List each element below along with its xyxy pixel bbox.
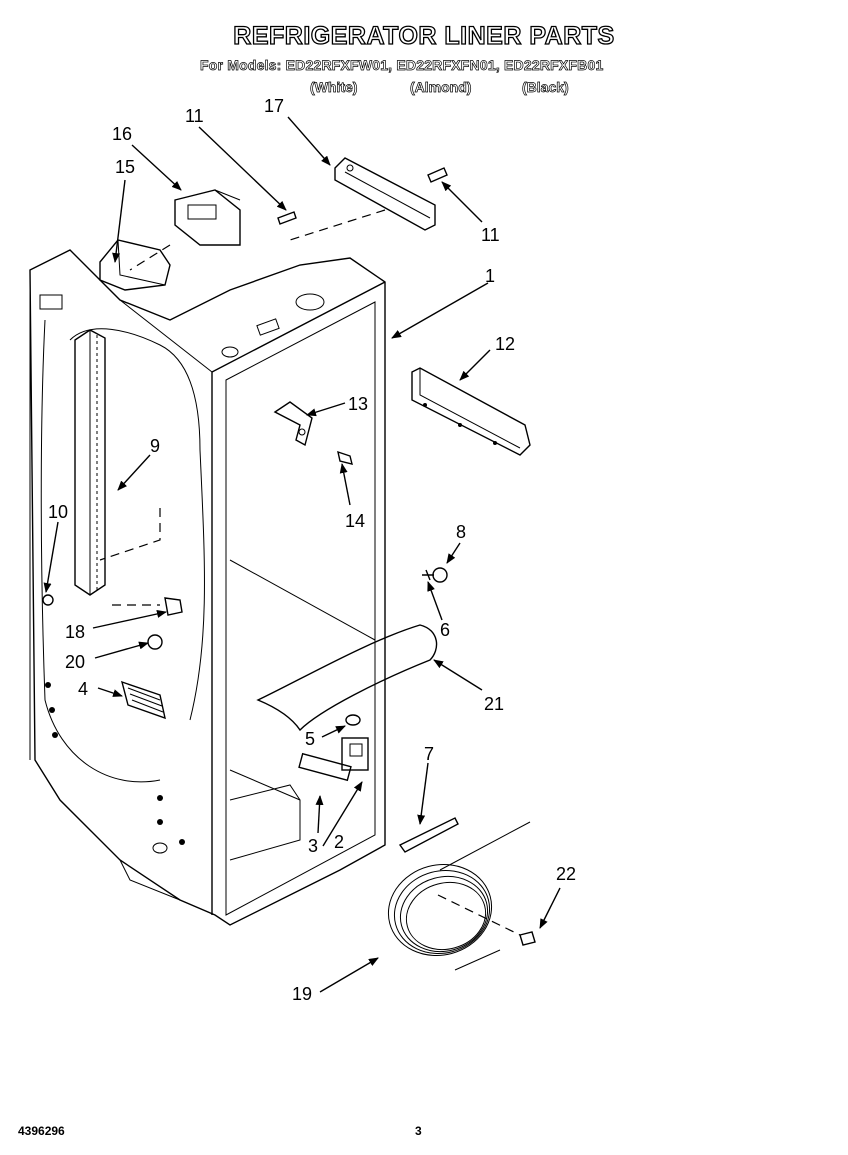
color-label-almond: (Almond) xyxy=(410,79,472,96)
callout-3: 3 xyxy=(308,836,318,856)
control-housing xyxy=(99,189,241,291)
callout-2: 2 xyxy=(334,832,344,852)
callout-5: 5 xyxy=(305,729,315,749)
tubing-coil-19 xyxy=(387,821,531,971)
top-bracket xyxy=(289,157,436,241)
screw-22 xyxy=(519,931,536,946)
callout-18: 18 xyxy=(65,622,85,642)
callout-19: 19 xyxy=(292,984,312,1004)
color-label-black: (Black) xyxy=(522,79,569,96)
callout-10: 10 xyxy=(48,502,68,522)
callout-22: 22 xyxy=(556,864,576,884)
callout-14: 14 xyxy=(345,511,365,531)
small-hardware-10-18-20 xyxy=(42,508,183,650)
page-title: REFRIGERATOR LINER PARTS xyxy=(233,21,615,50)
vertical-rail xyxy=(74,329,106,596)
callout-12: 12 xyxy=(495,334,515,354)
shelf-bracket-12 xyxy=(411,367,531,456)
callout-11a: 11 xyxy=(185,106,204,126)
part-number: 4396296 xyxy=(18,1124,65,1138)
callout-17: 17 xyxy=(264,96,284,116)
callout-11b: 11 xyxy=(481,225,500,245)
callout-15: 15 xyxy=(115,157,135,177)
cover-parts-2-3-5 xyxy=(298,714,369,782)
page-number: 3 xyxy=(415,1124,422,1138)
callout-16: 16 xyxy=(112,124,132,144)
models-line: For Models: ED22RFXFW01, ED22RFXFN01, ED… xyxy=(200,57,604,74)
fastener-6-8 xyxy=(422,567,448,583)
callout-9: 9 xyxy=(150,436,160,456)
callout-13: 13 xyxy=(348,394,368,414)
callout-21: 21 xyxy=(484,694,504,714)
bracket-13 xyxy=(273,401,313,447)
liner-body xyxy=(29,249,386,926)
grille-4 xyxy=(120,680,166,720)
callout-1: 1 xyxy=(485,266,495,286)
callout-4: 4 xyxy=(78,679,88,699)
tie-7 xyxy=(398,817,459,853)
callout-8: 8 xyxy=(456,522,466,542)
color-label-white: (White) xyxy=(310,79,358,96)
deflector-21 xyxy=(256,624,438,732)
callout-7: 7 xyxy=(424,744,434,764)
callout-20: 20 xyxy=(65,652,85,672)
callout-6: 6 xyxy=(440,620,450,640)
screw-11b xyxy=(427,167,448,183)
screw-14 xyxy=(337,450,353,465)
screw-11a xyxy=(277,211,297,225)
